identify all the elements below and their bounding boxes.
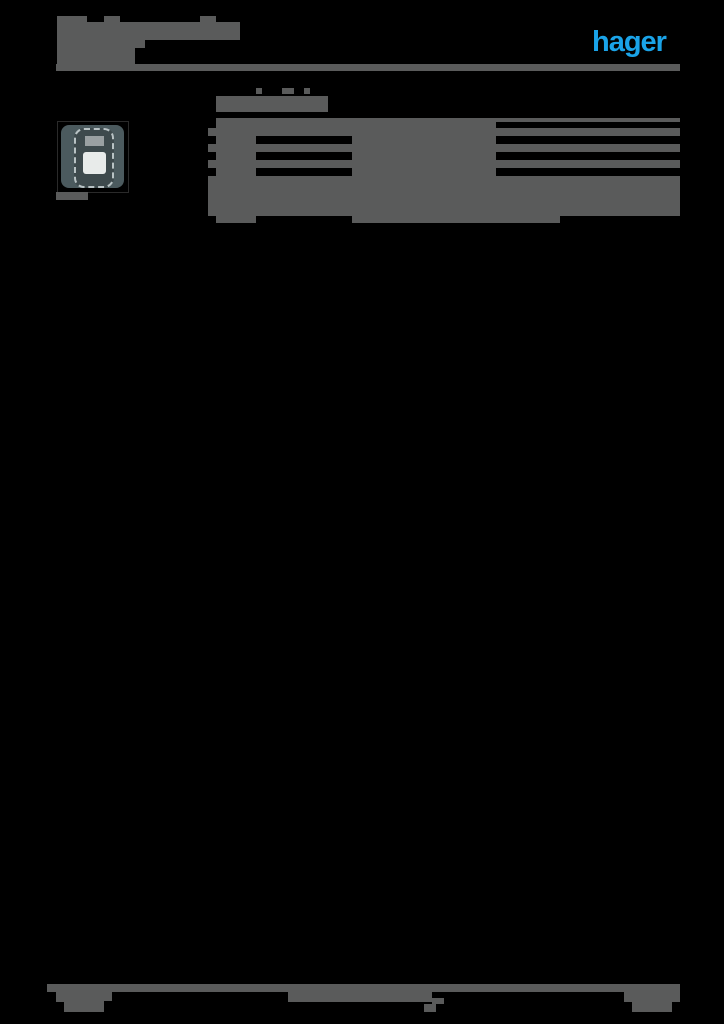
table-row <box>208 144 680 152</box>
table-row <box>208 176 680 216</box>
footer-center-tail <box>432 998 444 1004</box>
header-title-tail <box>135 40 145 48</box>
table-row <box>208 128 680 136</box>
section-heading <box>216 96 328 112</box>
footer-left-side-r <box>96 992 112 1001</box>
footer-rule <box>47 984 680 992</box>
footer-center-sub <box>424 1004 436 1012</box>
footer-center <box>288 990 432 1002</box>
footer-right-sub <box>632 1000 672 1012</box>
product-image <box>57 121 129 193</box>
table-header-block <box>216 120 448 130</box>
hager-logo: hager <box>592 26 667 58</box>
heading-ascender-1 <box>256 88 262 94</box>
socket-frame <box>74 128 114 188</box>
heading-ascender-3 <box>304 88 310 94</box>
header-title <box>57 22 240 40</box>
header-title-ascender-2 <box>104 16 120 22</box>
socket-jack <box>83 152 106 174</box>
header-rule <box>56 64 680 71</box>
footer-left-box <box>56 992 96 1002</box>
header-title-ascender-3 <box>200 16 216 22</box>
socket-module-icon <box>61 125 124 188</box>
footer-left-side-l <box>56 992 64 1001</box>
table-row-tail-left <box>216 214 256 223</box>
table-row-tail <box>352 214 560 223</box>
footer-right <box>624 990 680 1002</box>
header-title-ascender-1 <box>57 16 87 22</box>
product-image-caption <box>56 192 88 200</box>
socket-top <box>85 136 104 146</box>
heading-ascender-2 <box>282 88 294 94</box>
table-row <box>208 160 680 168</box>
footer-left-sub <box>64 1000 104 1012</box>
header-subtitle <box>57 40 135 64</box>
table-row <box>488 168 496 176</box>
